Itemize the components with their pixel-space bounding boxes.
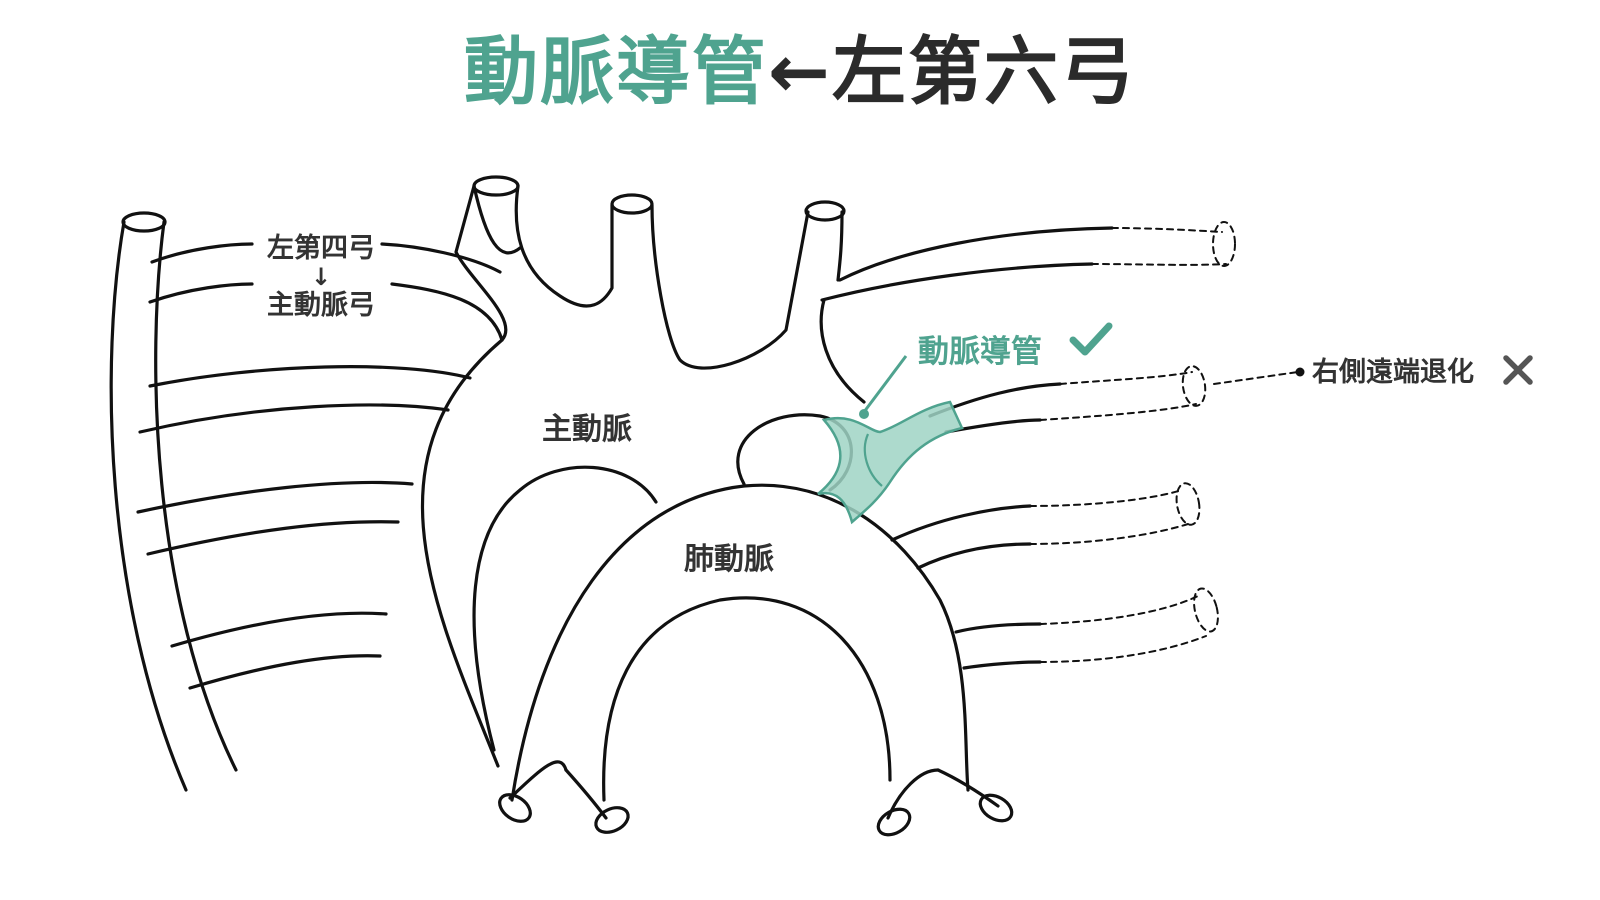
ductus-inner-line <box>863 433 883 487</box>
title-arrow: ← <box>767 29 832 115</box>
aorta-inner-arch <box>472 465 658 752</box>
aorta-subclavian-right <box>836 210 844 282</box>
left-vessel-opening <box>121 211 167 233</box>
dashed-upper-opening <box>1212 221 1236 267</box>
band-1-top-r <box>380 242 502 274</box>
brachio-opening <box>472 175 520 197</box>
x-icon <box>1503 355 1533 385</box>
aorta-outline <box>421 184 522 768</box>
aorta-desc-edge <box>819 298 866 404</box>
dashed-4-top <box>1039 595 1199 625</box>
branch-3-bot <box>916 542 1032 570</box>
arch-label-top: 左第四弓 <box>267 233 375 264</box>
pulmonary-artery-label: 肺動脈 <box>684 542 774 577</box>
arch-label-bottom: 主動脈弓 <box>267 289 375 321</box>
dashed-2-opening <box>1181 365 1207 407</box>
ductus-pointer-line <box>862 355 908 413</box>
pa-right-opening-a <box>876 807 912 837</box>
page-title: 動脈導管←左第六弓 <box>0 28 1600 117</box>
arch-label: 左第四弓 ↓ 主動脈弓 <box>262 233 380 321</box>
pa-right-opening-b <box>978 793 1014 823</box>
dashed-2-top <box>1059 371 1193 385</box>
ductus-label: 動脈導管 <box>918 334 1042 370</box>
dashed-3-top <box>1029 489 1183 507</box>
aorta-brachio-right <box>514 184 614 308</box>
band-2-bot <box>138 403 450 434</box>
title-dark: 左第六弓 <box>832 29 1136 115</box>
arch-label-arrow: ↓ <box>310 263 332 292</box>
right-distal-label: 右側遠端退化 <box>1312 357 1474 388</box>
pa-outer <box>510 483 970 802</box>
pa-left-branch-b <box>564 768 608 820</box>
ductus-highlight <box>817 400 964 525</box>
pa-inner <box>602 596 892 802</box>
dashed-4-bot <box>1039 635 1207 663</box>
branch-4-bot <box>962 660 1042 670</box>
title-accent: 動脈導管 <box>463 29 768 115</box>
band-1-top <box>150 242 254 264</box>
upper-branch-bot <box>820 262 1094 302</box>
band-3-bot <box>146 520 400 556</box>
carotid-opening <box>610 193 654 215</box>
dashed-3-opening <box>1175 482 1201 526</box>
left-vessel-inner <box>154 220 238 772</box>
pa-left-opening-b <box>594 806 630 834</box>
band-1-bot-r <box>390 282 504 342</box>
aorta-carotid-right <box>650 203 810 370</box>
branch-3-top <box>890 504 1032 542</box>
dashed-4-opening <box>1193 587 1219 633</box>
ductus-pointer-dot <box>859 409 869 419</box>
band-1-bot <box>148 282 254 304</box>
band-4-top <box>170 611 388 648</box>
dashed-upper-bot <box>1091 263 1227 266</box>
dashed-2-bot <box>1039 403 1197 421</box>
left-vessel-outer <box>109 220 188 792</box>
pa-right-branch-b <box>936 768 1000 808</box>
right-pointer-line <box>1213 371 1299 385</box>
subclavian-opening <box>804 200 846 222</box>
dashed-3-bot <box>1029 523 1189 545</box>
band-2-top <box>148 365 472 388</box>
check-icon <box>1069 322 1113 356</box>
pa-left-opening-a <box>498 793 532 823</box>
right-pointer-dot <box>1295 367 1305 377</box>
band-3-top <box>136 480 414 514</box>
band-4-bot <box>188 654 382 690</box>
aorta-label: 主動脈 <box>542 412 632 447</box>
upper-branch-top <box>838 226 1114 282</box>
branch-4-top <box>954 622 1042 634</box>
pa-left-branch-a <box>508 760 568 800</box>
dashed-upper-top <box>1111 227 1223 233</box>
